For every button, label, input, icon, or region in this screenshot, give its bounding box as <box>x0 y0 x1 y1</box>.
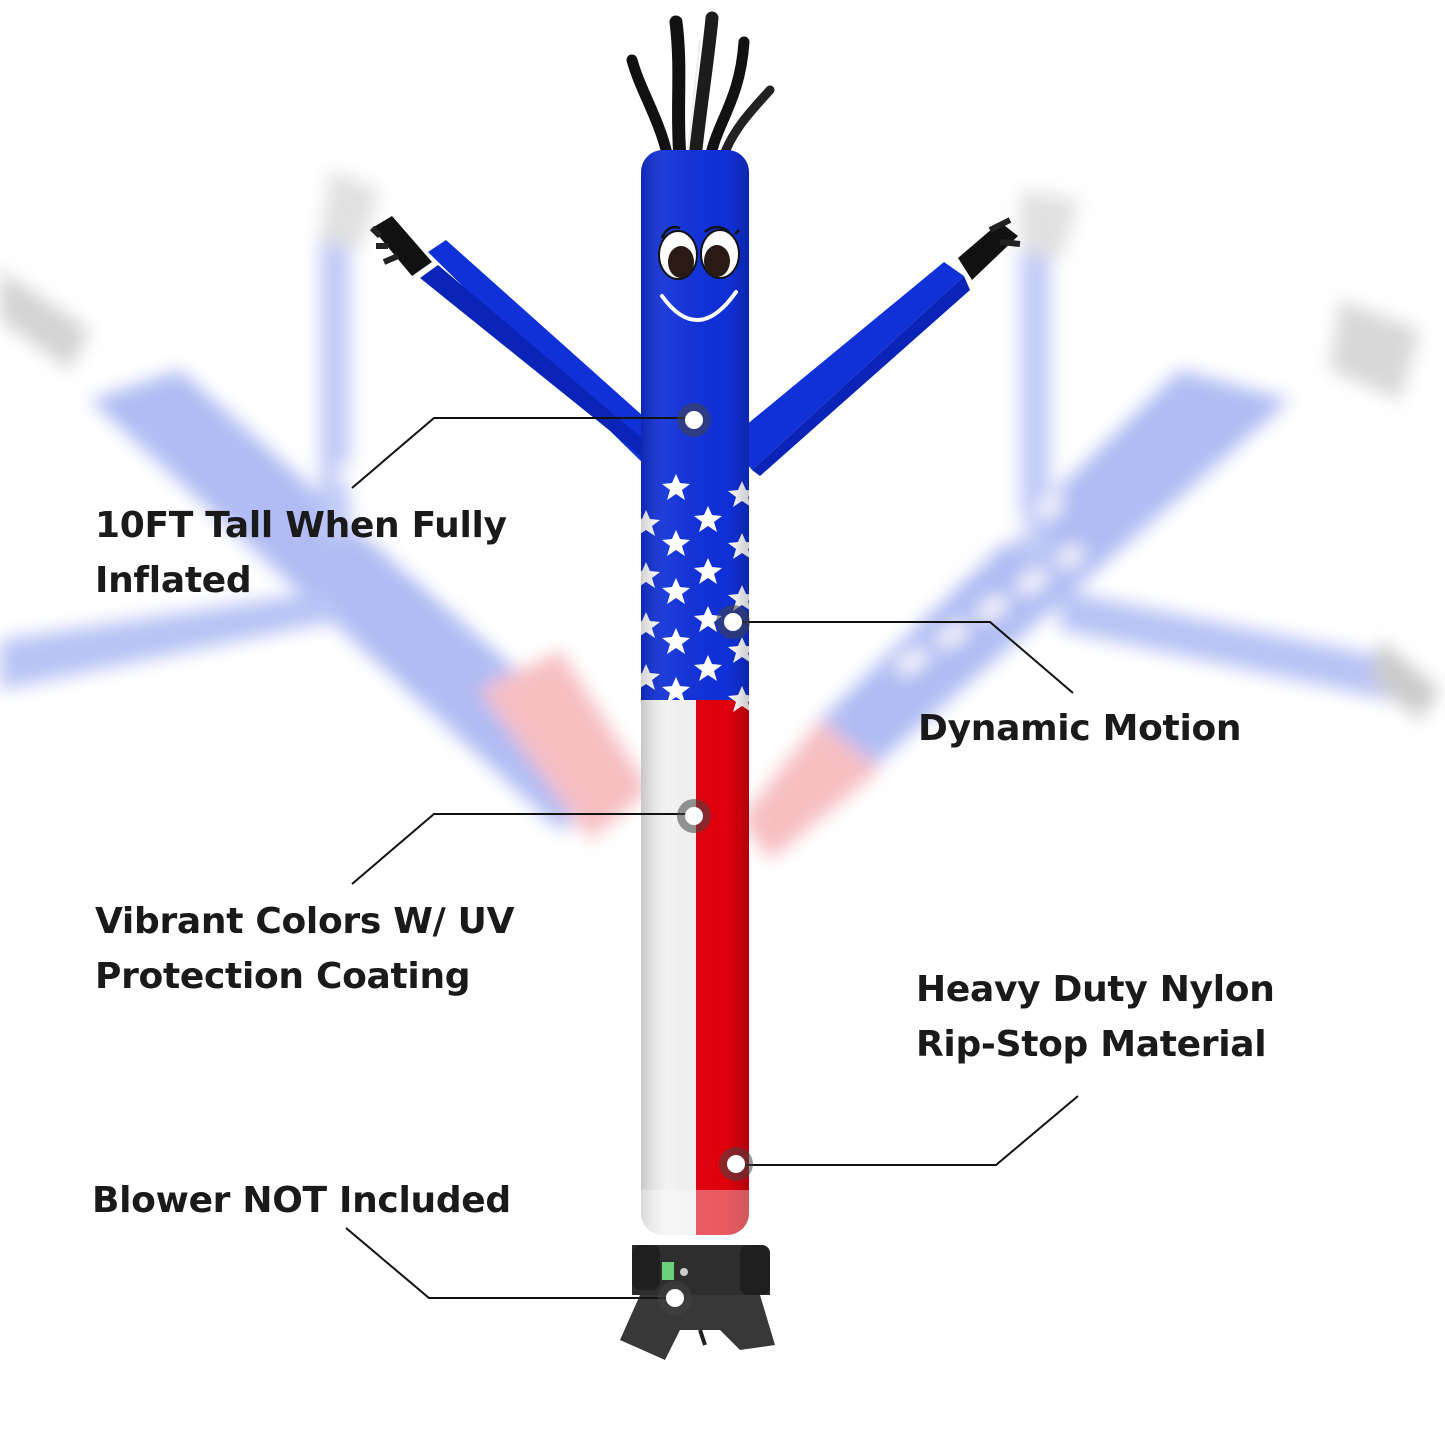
callout-height-line2: Inflated <box>95 560 252 601</box>
callout-colors: Vibrant Colors W/ UV Protection Coating <box>95 894 514 1004</box>
marker-colors <box>677 799 711 833</box>
motion-blur-ghost-left <box>0 170 650 840</box>
left-arm <box>369 216 690 480</box>
callout-material-line2: Rip-Stop Material <box>916 1024 1267 1065</box>
leader-line-height <box>351 417 694 489</box>
callout-markers <box>658 403 753 1315</box>
leader-line-colors <box>351 813 694 885</box>
leader-line-motion <box>733 621 1074 694</box>
marker-motion <box>716 605 750 639</box>
callout-motion: Dynamic Motion <box>918 701 1242 756</box>
callout-blower: Blower NOT Included <box>92 1173 511 1228</box>
callout-height: 10FT Tall When Fully Inflated <box>95 498 507 608</box>
leader-line-blower <box>345 1227 675 1299</box>
callout-leader-lines <box>345 417 1079 1299</box>
marker-material <box>719 1147 753 1181</box>
marker-height <box>677 403 711 437</box>
callout-material-line1: Heavy Duty Nylon <box>916 969 1275 1010</box>
callout-material: Heavy Duty Nylon Rip-Stop Material <box>916 962 1275 1072</box>
smiley-face <box>658 225 740 322</box>
callout-blower-line1: Blower NOT Included <box>92 1180 511 1221</box>
blower-base <box>620 1245 775 1360</box>
callout-colors-line1: Vibrant Colors W/ UV <box>95 901 515 942</box>
right-arm <box>728 217 1021 476</box>
callout-motion-line1: Dynamic Motion <box>918 708 1242 749</box>
leader-line-material <box>736 1095 1079 1166</box>
motion-blur-ghost-right <box>740 190 1440 860</box>
top-streamers <box>626 11 775 165</box>
callout-height-line1: 10FT Tall When Fully <box>95 505 507 546</box>
tube-body <box>641 150 749 1235</box>
marker-blower <box>658 1281 692 1315</box>
callout-colors-line2: Protection Coating <box>95 956 471 997</box>
